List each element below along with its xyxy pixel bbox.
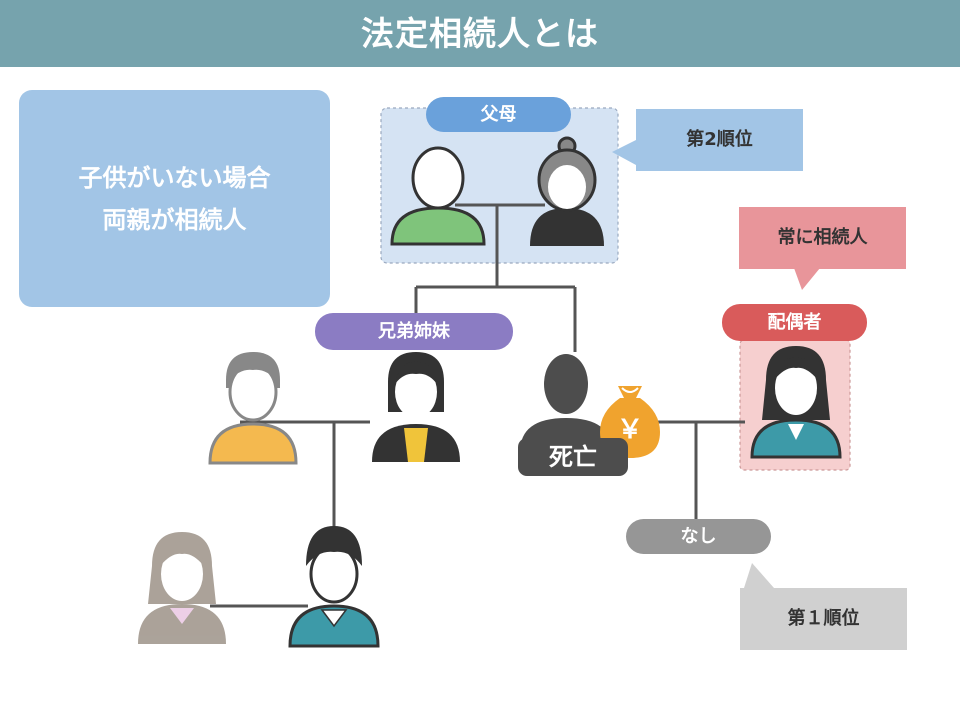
- always-heir-callout-pointer: [794, 268, 820, 290]
- siblings-label: 兄弟姉妹: [315, 313, 513, 350]
- second-rank-callout: 第2順位: [636, 109, 803, 171]
- parents-label: 父母: [426, 97, 571, 132]
- none-label: なし: [626, 519, 771, 554]
- tree-connectors: [210, 203, 745, 608]
- spouse-label: 配偶者: [722, 304, 867, 341]
- niece-icon: [138, 532, 226, 644]
- info-line-2: 両親が相続人: [102, 205, 247, 234]
- nephew-icon: [288, 526, 380, 648]
- spouse-icon: [750, 346, 842, 459]
- second-rank-callout-pointer: [612, 140, 636, 165]
- info-line-1: 子供がいない場合: [78, 163, 271, 192]
- mother-icon: [530, 136, 604, 246]
- always-heir-callout: 常に相続人: [739, 207, 906, 269]
- sibling-2-icon: [372, 352, 460, 462]
- first-rank-callout: 第１順位: [740, 588, 907, 650]
- sibling-1-icon: [208, 352, 298, 465]
- deceased-label: 死亡: [518, 438, 628, 476]
- first-rank-callout-pointer: [744, 563, 774, 588]
- father-icon: [390, 146, 486, 246]
- page-title: 法定相続人とは: [0, 0, 960, 67]
- info-box: 子供がいない場合 両親が相続人: [19, 90, 330, 307]
